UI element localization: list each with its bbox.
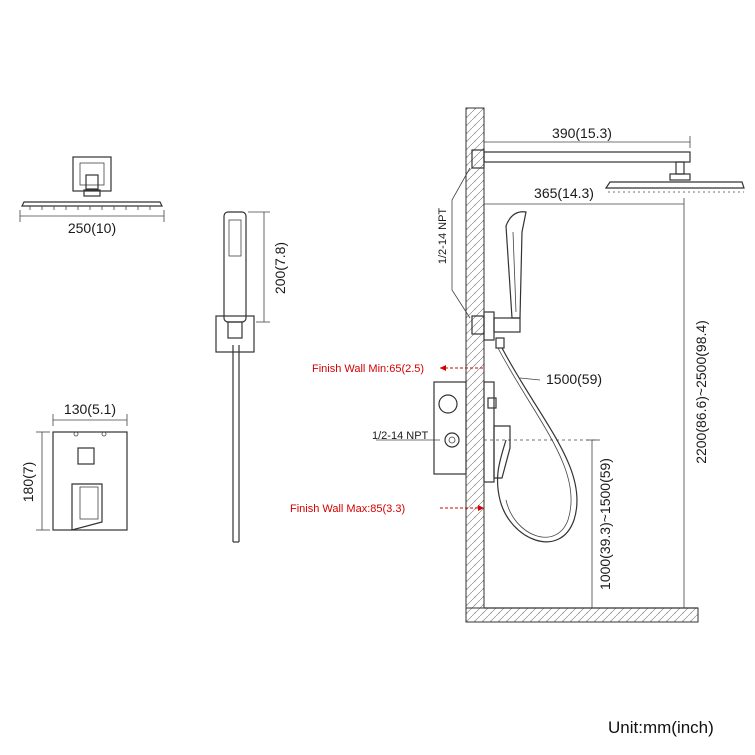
- upper-npt-bracket: 1/2-14 NPT: [437, 167, 471, 319]
- hose-length-label: 1500(59): [546, 371, 602, 387]
- finish-wall-min-label: Finish Wall Min:65(2.5): [312, 363, 424, 375]
- valve-height-dim: 1000(39.3)~1500(59): [484, 439, 613, 608]
- trim-plate-view: 130(5.1) 180(7): [20, 401, 128, 531]
- shower-head-view: 250(10): [19, 156, 165, 236]
- finish-wall-min: Finish Wall Min:65(2.5): [312, 363, 484, 375]
- valve-body: 1/2-14 NPT: [372, 381, 511, 483]
- head-height-dim: 2200(86.6)~2500(98.4): [683, 210, 709, 608]
- hose: 1500(59): [496, 347, 602, 543]
- plate-width-label: 130(5.1): [64, 401, 116, 417]
- npt-upper-label: 1/2-14 NPT: [437, 208, 449, 265]
- handheld-view: 200(7.8): [215, 211, 288, 543]
- arm-length-label: 390(15.3): [552, 125, 612, 141]
- shower-arm: 390(15.3) 365(14.3): [471, 125, 745, 210]
- npt-lower-label: 1/2-14 NPT: [372, 430, 429, 442]
- head-height-label: 2200(86.6)~2500(98.4): [693, 320, 709, 464]
- wall-section: [465, 107, 699, 623]
- nozzle-row: [29, 206, 151, 210]
- wall-holder: [471, 211, 527, 349]
- finish-wall-max: Finish Wall Max:85(3.3): [290, 503, 484, 515]
- unit-label: Unit:mm(inch): [608, 718, 714, 737]
- finish-wall-max-label: Finish Wall Max:85(3.3): [290, 503, 405, 515]
- valve-height-label: 1000(39.3)~1500(59): [597, 458, 613, 590]
- arm-reach-label: 365(14.3): [534, 185, 594, 201]
- plate-height-label: 180(7): [20, 462, 36, 502]
- handheld-height-label: 200(7.8): [272, 242, 288, 294]
- head-width-label: 250(10): [68, 220, 116, 236]
